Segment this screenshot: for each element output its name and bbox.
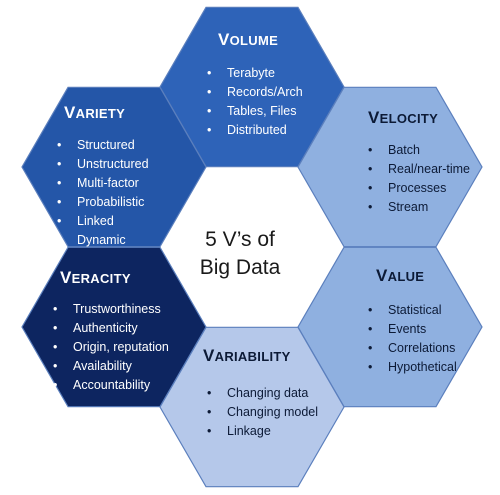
list-item: Real/near-time [366,160,470,179]
variety-title: VARIETY [64,103,126,122]
list-item: Structured [55,136,149,155]
list-item: Authenticity [51,319,169,338]
list-item: Changing model [205,403,318,422]
variety-list: Structured Unstructured Multi-factor Pro… [55,136,149,250]
list-item: Statistical [366,301,457,320]
list-item: Hypothetical [366,358,457,377]
center-label: 5 V’s of Big Data [180,226,300,282]
list-item: Stream [366,198,470,217]
velocity-list: Batch Real/near-time Processes Stream [366,141,470,217]
velocity-title: VELOCITY [368,108,439,127]
list-item: Linked [55,212,149,231]
list-item: Tables, Files [205,102,303,121]
list-item: Records/Arch [205,83,303,102]
list-item: Dynamic [55,231,149,250]
list-item: Batch [366,141,470,160]
value-list: Statistical Events Correlations Hypothet… [366,301,457,377]
volume-list: Terabyte Records/Arch Tables, Files Dist… [205,64,303,140]
list-item: Unstructured [55,155,149,174]
list-item: Trustworthiness [51,300,169,319]
list-item: Processes [366,179,470,198]
list-item: Origin, reputation [51,338,169,357]
list-item: Events [366,320,457,339]
variability-list: Changing data Changing model Linkage [205,384,318,441]
veracity-title: VERACITY [60,268,131,287]
center-line-1: 5 V’s of [205,228,275,251]
value-title: VALUE [376,266,425,285]
list-item: Multi-factor [55,174,149,193]
list-item: Linkage [205,422,318,441]
list-item: Changing data [205,384,318,403]
list-item: Distributed [205,121,303,140]
variability-title: VARIABILITY [203,346,291,365]
list-item: Availability [51,357,169,376]
list-item: Correlations [366,339,457,358]
volume-title: VOLUME [218,30,279,49]
list-item: Probabilistic [55,193,149,212]
center-hexagon [160,167,344,327]
list-item: Terabyte [205,64,303,83]
center-line-2: Big Data [199,256,281,279]
list-item: Accountability [51,376,169,395]
veracity-list: Trustworthiness Authenticity Origin, rep… [51,300,169,395]
